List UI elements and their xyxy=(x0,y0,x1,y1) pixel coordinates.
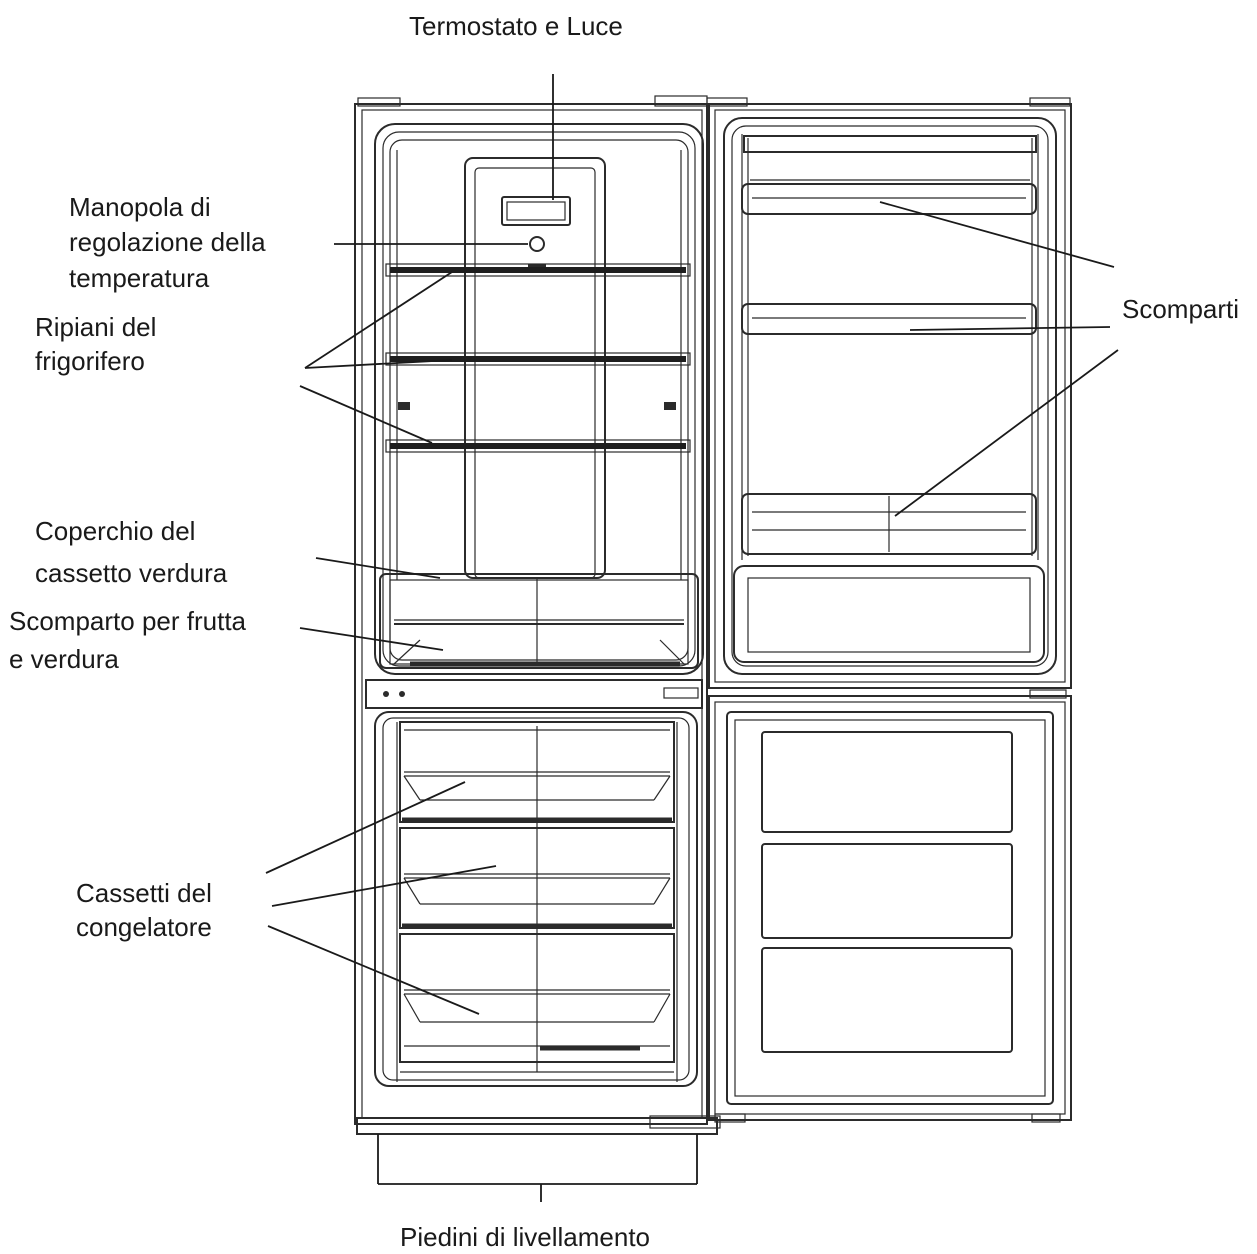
label-crisper-line2: e verdura xyxy=(9,644,119,674)
crisper-drawer xyxy=(379,573,699,669)
door-bin-top xyxy=(741,135,1037,215)
label-door-bins: Scomparti xyxy=(1122,294,1239,324)
thermostat-panel xyxy=(501,196,571,226)
freezer-door xyxy=(708,695,1072,1123)
label-crisper-cover-line2: cassetto verdura xyxy=(35,558,228,588)
freezer-compartment xyxy=(374,711,698,1087)
door-bin-bottom xyxy=(741,493,1037,555)
label-knob-line3: temperatura xyxy=(69,263,210,293)
freezer-door-panel-2 xyxy=(761,843,1013,939)
label-thermostat: Termostato e Luce xyxy=(409,11,623,41)
freezer-door-panel-1 xyxy=(761,731,1013,833)
leveling-feet-bracket xyxy=(377,1134,698,1202)
label-shelves-line2: frigorifero xyxy=(35,346,145,376)
temperature-knob xyxy=(529,236,545,252)
leader-lines xyxy=(265,74,1119,1015)
label-crisper-line1: Scomparto per frutta xyxy=(9,606,247,636)
label-freezer-drawers-line2: congelatore xyxy=(76,912,212,942)
label-knob-line2: regolazione della xyxy=(69,227,266,257)
label-freezer-drawers-line1: Cassetti del xyxy=(76,878,212,908)
fridge-compartment xyxy=(374,123,704,675)
divider-strip xyxy=(365,679,703,709)
fridge-shelves xyxy=(385,263,691,453)
door-bin-middle xyxy=(741,303,1037,335)
freezer-door-panel-3 xyxy=(761,947,1013,1053)
label-knob-line1: Manopola di xyxy=(69,192,211,222)
label-shelves-line1: Ripiani del xyxy=(35,312,156,342)
callout-labels: Termostato e Luce Manopola di regolazion… xyxy=(9,11,1239,1252)
fridge-door xyxy=(654,95,1072,699)
label-leveling-feet: Piedini di livellamento xyxy=(400,1222,650,1252)
label-crisper-cover-line1: Coperchio del xyxy=(35,516,195,546)
